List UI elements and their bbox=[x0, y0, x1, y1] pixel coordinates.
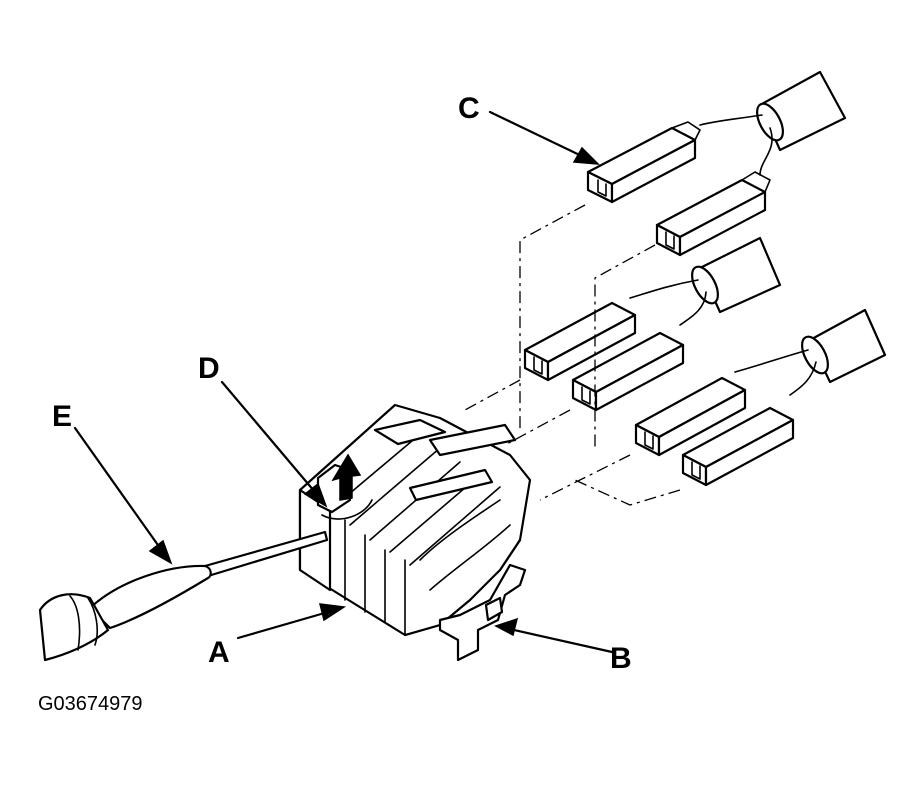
cable-2 bbox=[629, 236, 782, 326]
callout-d: D bbox=[198, 352, 220, 385]
callout-e: E bbox=[52, 400, 72, 433]
callout-c: C bbox=[458, 92, 480, 125]
terminal-c1 bbox=[586, 121, 701, 204]
cable-1 bbox=[699, 70, 847, 176]
connector-housing bbox=[298, 403, 532, 637]
terminal-3a bbox=[634, 376, 747, 457]
screwdriver bbox=[38, 530, 329, 662]
release-lock bbox=[438, 563, 527, 662]
callout-arrows bbox=[73, 110, 614, 654]
terminal-3b bbox=[681, 406, 795, 487]
terminal-2b bbox=[571, 331, 685, 412]
terminal-2a bbox=[523, 301, 637, 382]
callout-a: A bbox=[208, 636, 230, 669]
callout-b: B bbox=[610, 642, 632, 675]
terminal-c2 bbox=[655, 171, 771, 257]
cable-3 bbox=[734, 308, 887, 396]
figure-id: G03674979 bbox=[38, 693, 143, 715]
lock-tab bbox=[316, 453, 373, 520]
alignment-lines bbox=[464, 204, 681, 506]
